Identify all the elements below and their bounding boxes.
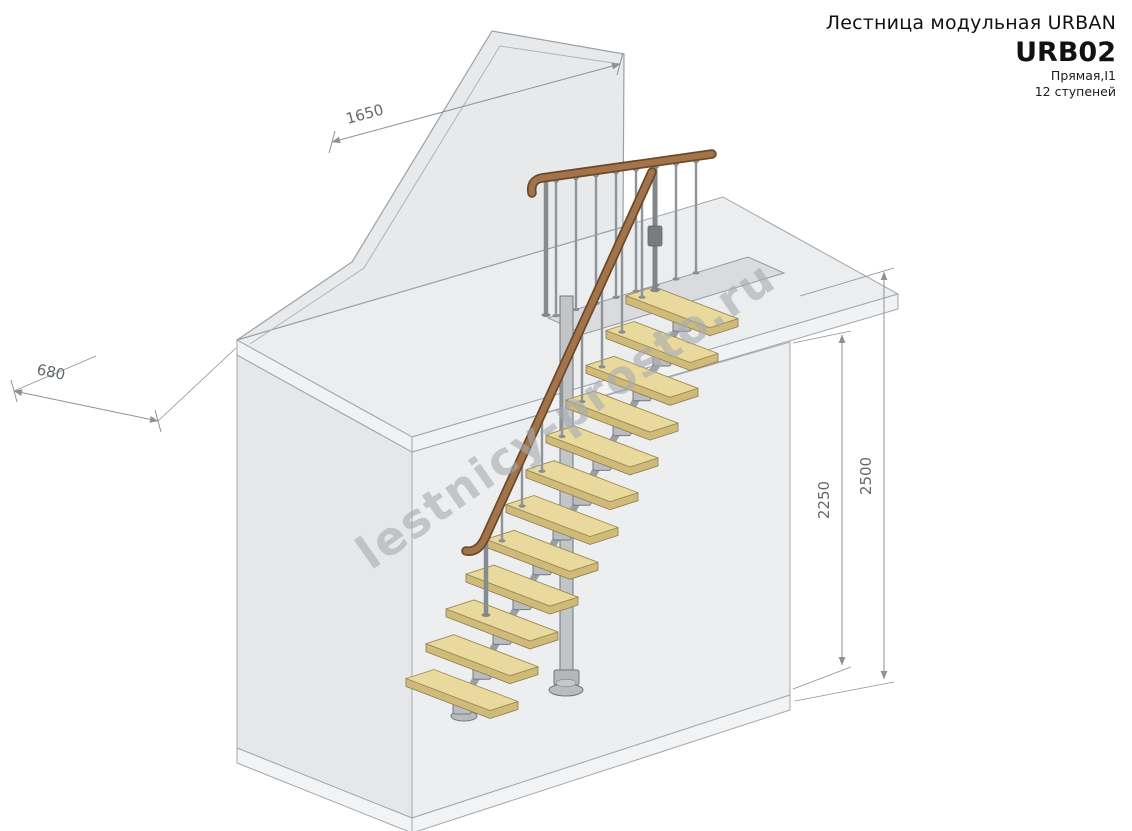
- floor-slab-left: [236, 747, 413, 831]
- dim-extension: [794, 681, 895, 702]
- dim-extension: [792, 666, 852, 690]
- dimension-2250: 2250: [792, 330, 852, 690]
- dim-extension: [799, 267, 895, 297]
- column-base-collar: [555, 678, 577, 688]
- staircase: [405, 149, 739, 722]
- stair-tread: [405, 669, 519, 711]
- stair-tread: [525, 460, 639, 503]
- dim-extension: [792, 330, 852, 344]
- floor-slab-right: [411, 694, 791, 831]
- dimension-680: 680: [10, 347, 237, 433]
- stair-tread: [485, 529, 599, 572]
- landing-handrail: [528, 151, 715, 196]
- steps-count-label: 12 ступеней: [1034, 84, 1116, 100]
- newel-base: [481, 613, 491, 617]
- rail-bracket: [647, 225, 663, 247]
- title-block: Лестница модульная URBAN URB02 Прямая,I1…: [826, 12, 1116, 101]
- newel-base: [650, 287, 660, 293]
- stair-tread: [605, 321, 719, 363]
- back-wall-cap-line: [249, 45, 621, 345]
- dim-label-2250: 2250: [815, 481, 833, 519]
- dim-extension: [13, 355, 97, 392]
- dim-label-1650: 1650: [344, 100, 386, 127]
- dim-label-2500: 2500: [857, 457, 875, 495]
- newel-base: [541, 313, 551, 317]
- stair-tread: [545, 425, 659, 468]
- stair-tread: [425, 634, 539, 677]
- stair-tread: [445, 599, 559, 642]
- stair-handrail: [463, 169, 655, 555]
- dimension-2500: 2500: [794, 267, 895, 702]
- dim-label-680: 680: [35, 360, 67, 383]
- stair-treads: [405, 286, 739, 719]
- stair-tread: [505, 495, 619, 537]
- dim-extension: [157, 347, 237, 422]
- stair-tread: [585, 355, 699, 398]
- stair-tread: [565, 390, 679, 433]
- dim-line: [331, 62, 621, 144]
- stair-type-label: Прямая,I1: [1050, 68, 1116, 83]
- model-code: URB02: [1015, 37, 1116, 68]
- product-title: Лестница модульная URBAN: [825, 12, 1116, 34]
- dim-line: [13, 389, 159, 423]
- railings: [461, 149, 717, 617]
- stair-tread: [625, 286, 739, 329]
